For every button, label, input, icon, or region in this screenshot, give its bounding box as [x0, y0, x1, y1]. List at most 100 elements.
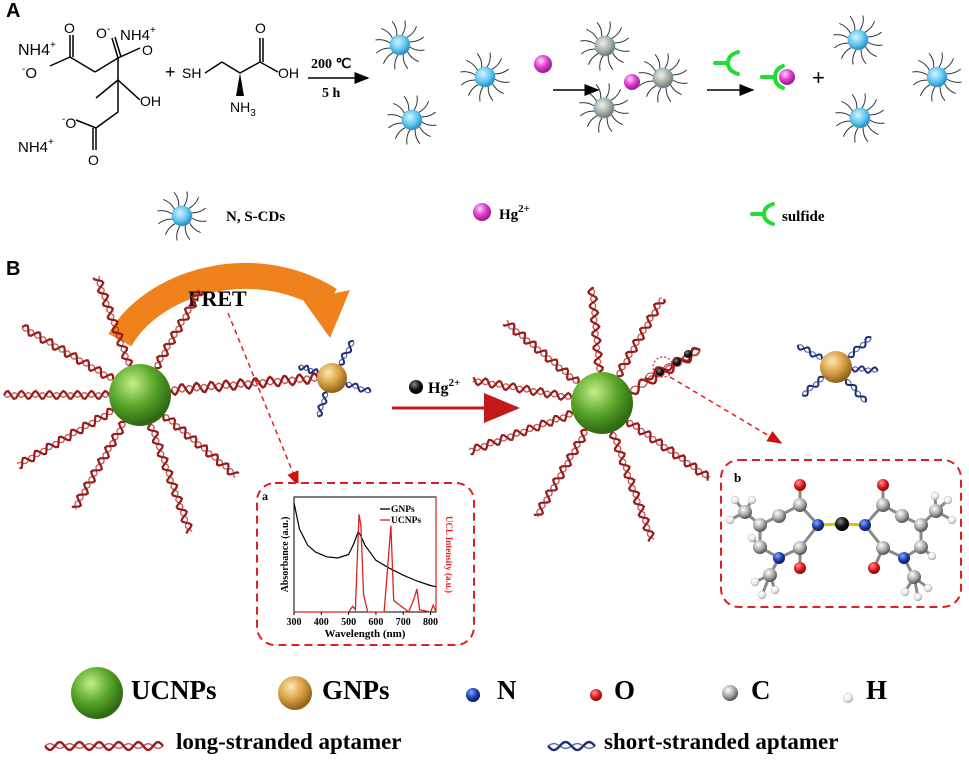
legend-c-label: C — [751, 675, 771, 705]
hg-in-hairpin — [656, 350, 692, 376]
cd-particle — [375, 20, 425, 70]
y-axis-label-left: Absorbance (a.u.) — [280, 517, 291, 593]
long-aptamer — [71, 420, 126, 510]
inset-a-border — [256, 482, 475, 646]
carbon-atom — [753, 518, 767, 532]
mercury-atom — [835, 517, 849, 531]
legend-entry: GNPs — [391, 505, 415, 515]
inset-b-label: b — [734, 470, 741, 485]
short-aptamer — [796, 344, 824, 360]
carbon-atom — [793, 541, 807, 555]
aptamer-layer — [3, 275, 879, 542]
oxygen-atom — [877, 479, 889, 491]
cd-particle — [833, 15, 883, 65]
pointer-to-inset-a — [227, 312, 299, 487]
oh-label-cys: OH — [278, 65, 299, 81]
hg-ion-icon — [534, 55, 552, 73]
thymine-hg-thymine-molecule: b — [725, 470, 957, 602]
carbon-atom — [772, 509, 786, 523]
nitrogen-atom — [812, 519, 824, 531]
oxygen-atom — [794, 562, 806, 574]
hydrogen-atom — [757, 590, 767, 600]
ammonium-citrate-structure — [49, 35, 141, 150]
fret-arrow-body — [108, 262, 337, 347]
reaction-temp: 200 ℃ — [311, 57, 352, 72]
hybridized-aptamer — [169, 371, 320, 397]
legend-sulfide-icon — [750, 202, 775, 226]
carbon-atom — [895, 509, 909, 523]
legend-o-icon — [590, 689, 602, 701]
long-aptamer — [533, 428, 588, 518]
legend-entry: UCNPs — [391, 516, 421, 526]
long-aptamer — [147, 423, 193, 534]
oxygen-atom — [794, 479, 806, 491]
short-aptamer — [345, 381, 372, 394]
long-aptamer — [609, 431, 655, 542]
legend-gnp-icon — [278, 676, 312, 710]
sulfide-hg-complex — [760, 64, 795, 90]
legend-long-aptamer-icon — [44, 740, 164, 752]
oxygen-atom — [868, 562, 880, 574]
hydrogen-atom — [725, 515, 735, 525]
long-aptamer — [472, 376, 573, 402]
legend-short-aptamer-label: short-stranded aptamer — [604, 729, 839, 754]
hydrogen-atom — [747, 533, 757, 543]
cd-particle — [460, 52, 510, 102]
legend-cd-icon — [157, 191, 207, 241]
hg-label-b: Hg2+ — [428, 377, 460, 397]
cysteine-structure — [204, 38, 279, 74]
x-tick-label: 300 — [287, 617, 302, 628]
legend-gnps-label: GNPs — [322, 675, 390, 705]
carbon-atom — [914, 540, 928, 554]
legend-ucnps-label: UCNPs — [131, 675, 217, 705]
long-aptamer — [468, 410, 574, 456]
wedge-bond — [236, 73, 244, 96]
legend-cd-label: N, S-CDs — [226, 209, 285, 225]
carbon-atom — [876, 541, 890, 555]
gnp-particle-right — [820, 351, 852, 383]
nh3-label: NH3 — [230, 99, 256, 119]
hydrogen-atom — [943, 495, 953, 505]
panel-a-label: A — [6, 0, 21, 22]
pointer-to-inset-b — [669, 376, 783, 444]
short-aptamer — [844, 378, 868, 403]
oh-label: OH — [140, 93, 161, 109]
panel-b-label: B — [6, 258, 21, 280]
nh4-label-3: NH4+ — [18, 137, 54, 156]
hairpin-highlight-circle — [652, 356, 674, 378]
ucnp-particle-right — [571, 372, 633, 434]
legend-ucnp-icon — [71, 667, 123, 719]
long-aptamer — [3, 389, 110, 401]
legend-o-label: O — [614, 675, 636, 705]
o-label-3: O — [88, 152, 99, 168]
long-aptamer — [587, 286, 605, 373]
legend-long-aptamer-label: long-stranded aptamer — [176, 729, 402, 754]
cd-aggregated-particle — [638, 53, 688, 103]
carbon-atom — [929, 504, 943, 518]
hydrogen-atom — [927, 551, 937, 561]
carbon-atom — [763, 568, 777, 582]
o-label-2: O — [142, 42, 153, 58]
o-minus-label-1: -O — [22, 64, 37, 82]
cd-aggregated-particle — [580, 21, 630, 71]
reaction-time: 5 h — [322, 86, 341, 101]
long-aptamer — [502, 319, 580, 384]
hydrogen-atom — [923, 583, 933, 593]
x-tick-label: 800 — [423, 617, 438, 628]
x-tick-label: 700 — [396, 617, 411, 628]
short-aptamer — [316, 391, 329, 418]
carbon-atom — [793, 498, 807, 512]
ucnp-particle-left — [109, 364, 171, 426]
x-tick-label: 600 — [368, 617, 383, 628]
legend-h-icon — [842, 692, 854, 704]
legend-sulfide-label: sulfide — [782, 209, 825, 225]
o-label-cys: O — [255, 20, 266, 36]
gnp-particle-left — [317, 363, 347, 393]
cd-aggregated-particle — [579, 83, 629, 133]
o-label-1: O — [64, 20, 75, 36]
x-tick-label: 500 — [341, 617, 356, 628]
legend-aptamer-icons — [44, 740, 596, 752]
